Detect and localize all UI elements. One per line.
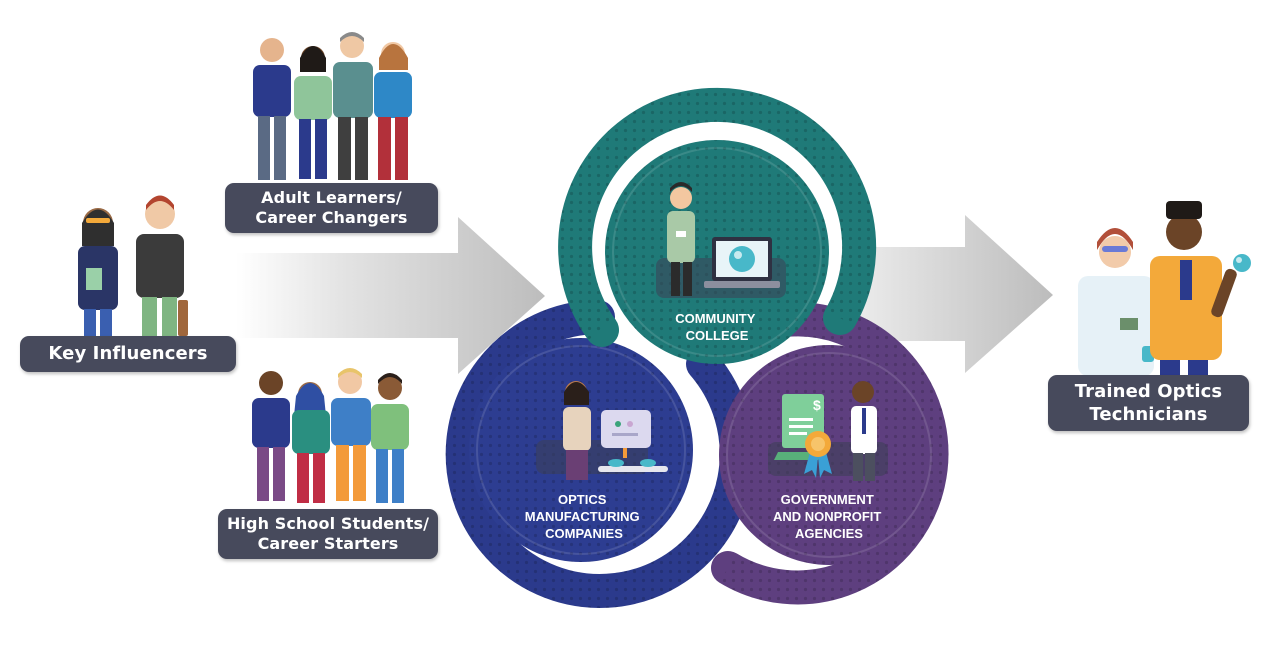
adult-learners-figures bbox=[253, 32, 412, 180]
machine-icon bbox=[598, 410, 668, 472]
high-school-label-line-1: High School Students/ bbox=[226, 514, 430, 533]
adult-learners-label-line-2: Career Changers bbox=[255, 208, 408, 227]
person-icon bbox=[294, 46, 332, 179]
person-icon bbox=[667, 182, 695, 296]
person-icon bbox=[1150, 201, 1237, 376]
left-flow-arrow bbox=[236, 217, 545, 374]
agencies-label: GOVERNMENT AND NONPROFIT AGENCIES bbox=[773, 492, 885, 541]
person-icon bbox=[333, 32, 373, 180]
person-icon bbox=[374, 42, 412, 180]
svg-text:$: $ bbox=[813, 397, 821, 413]
adult-learners-label-line-1: Adult Learners/ bbox=[261, 188, 402, 207]
agencies-label-line-1: GOVERNMENT bbox=[781, 492, 874, 507]
key-influencers-figures bbox=[78, 195, 188, 337]
person-icon bbox=[78, 208, 118, 337]
key-influencers-label-text: Key Influencers bbox=[48, 343, 208, 364]
lens-icon bbox=[729, 246, 755, 272]
person-icon bbox=[292, 382, 330, 503]
person-icon bbox=[136, 195, 188, 337]
college-label-line-2: COLLEGE bbox=[686, 328, 749, 343]
high-school-figures bbox=[252, 368, 409, 503]
person-icon bbox=[563, 381, 591, 480]
adult-learners-label: Adult Learners/ Career Changers bbox=[225, 183, 438, 233]
trained-technicians-label: Trained Optics Technicians bbox=[1048, 375, 1249, 431]
person-icon bbox=[252, 371, 290, 501]
high-school-label-line-2: Career Starters bbox=[257, 534, 399, 553]
companies-label-line-3: COMPANIES bbox=[545, 526, 623, 541]
college-label-line-1: COMMUNITY bbox=[675, 311, 755, 326]
high-school-label: High School Students/ Career Starters bbox=[218, 509, 438, 559]
dollar-icon: $ bbox=[813, 397, 821, 413]
college-scene bbox=[656, 182, 786, 298]
trained-technicians-label-line-2: Technicians bbox=[1089, 404, 1208, 425]
person-icon bbox=[851, 381, 877, 481]
agencies-label-line-3: AGENCIES bbox=[795, 526, 863, 541]
companies-scene bbox=[536, 381, 668, 480]
college-label: COMMUNITY COLLEGE bbox=[675, 311, 759, 343]
trained-technicians-label-line-1: Trained Optics bbox=[1074, 381, 1223, 402]
key-influencers-label: Key Influencers bbox=[20, 336, 236, 372]
lens-icon bbox=[1233, 254, 1251, 272]
agencies-label-line-2: AND NONPROFIT bbox=[773, 509, 881, 524]
person-icon bbox=[371, 373, 409, 503]
companies-label-line-1: OPTICS bbox=[558, 492, 607, 507]
agencies-scene: $ bbox=[768, 381, 888, 481]
ribbon-icon bbox=[804, 431, 832, 478]
person-icon bbox=[331, 368, 371, 501]
companies-label: OPTICS MANUFACTURING COMPANIES bbox=[525, 492, 643, 541]
companies-label-line-2: MANUFACTURING bbox=[525, 509, 640, 524]
right-flow-arrow bbox=[855, 215, 1053, 373]
person-icon bbox=[1078, 228, 1154, 376]
person-icon bbox=[253, 38, 291, 180]
trained-technicians-figures bbox=[1078, 201, 1251, 376]
